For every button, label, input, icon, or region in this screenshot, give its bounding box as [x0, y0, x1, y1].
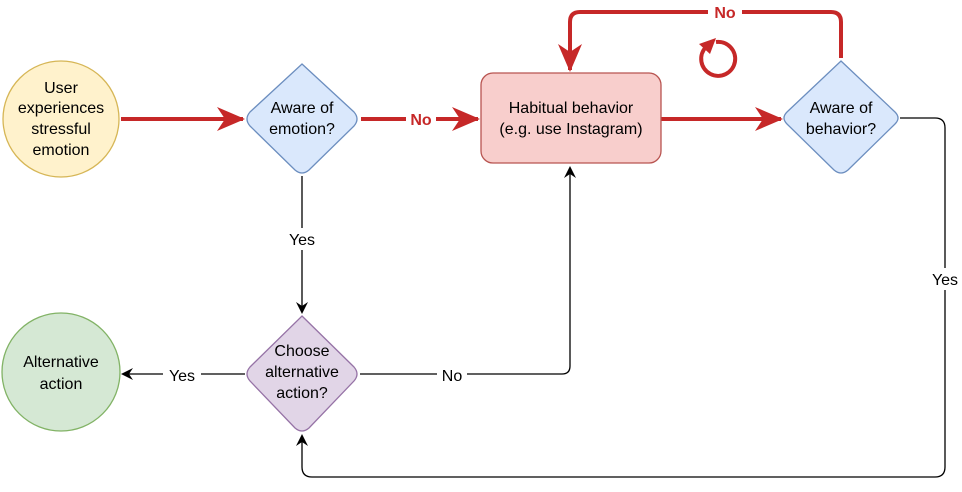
edge-label-emotion-yes: Yes: [289, 232, 315, 249]
node-text-line: action?: [276, 385, 328, 402]
edge-label-behavior-yes: Yes: [932, 272, 958, 289]
node-choose-alternative: Choose alternative action?: [246, 315, 358, 432]
node-text-line: User: [44, 80, 78, 97]
node-text-line: alternative: [265, 364, 339, 381]
node-text-line: Choose: [274, 343, 329, 360]
node-text-line: (e.g. use Instagram): [499, 121, 642, 138]
node-text-line: Aware of: [271, 100, 334, 117]
node-text-line: experiences: [18, 100, 104, 117]
edge-label-bg: [163, 364, 201, 386]
edge-label-bg: [708, 2, 742, 22]
node-text-line: Alternative: [23, 354, 99, 371]
node-text-line: Aware of: [810, 100, 873, 117]
edge-label-bg: [406, 108, 436, 130]
node-alternative-action: Alternative action: [1, 312, 121, 432]
edge-label-choose-yes: Yes: [169, 368, 195, 385]
cycle-icon: [699, 38, 738, 78]
node-text-line: emotion?: [269, 121, 335, 138]
node-text-line: stressful: [31, 121, 91, 138]
node-aware-of-behavior: Aware of behavior?: [783, 60, 899, 174]
node-text-line: action: [40, 376, 83, 393]
edge-aware-behavior-loop-back: [558, 10, 843, 72]
node-text-line: behavior?: [806, 121, 876, 138]
edge-aware-behavior-to-choose: [296, 117, 946, 478]
edge-label-emotion-no: No: [410, 112, 432, 129]
node-user-experiences: User experiences stressful emotion: [2, 60, 120, 178]
node-text-line: Habitual behavior: [509, 100, 634, 117]
edge-label-choose-no: No: [442, 368, 463, 385]
node-habitual-behavior: Habitual behavior (e.g. use Instagram): [480, 72, 662, 164]
edge-label-bg: [284, 228, 320, 250]
edge-label-bg: [437, 364, 467, 386]
edge-label-behavior-no: No: [714, 5, 736, 22]
edge-choose-to-habitual: [360, 166, 576, 375]
node-text-line: emotion: [33, 142, 90, 159]
node-aware-of-emotion: Aware of emotion?: [246, 63, 358, 174]
edge-label-bg: [928, 268, 962, 290]
